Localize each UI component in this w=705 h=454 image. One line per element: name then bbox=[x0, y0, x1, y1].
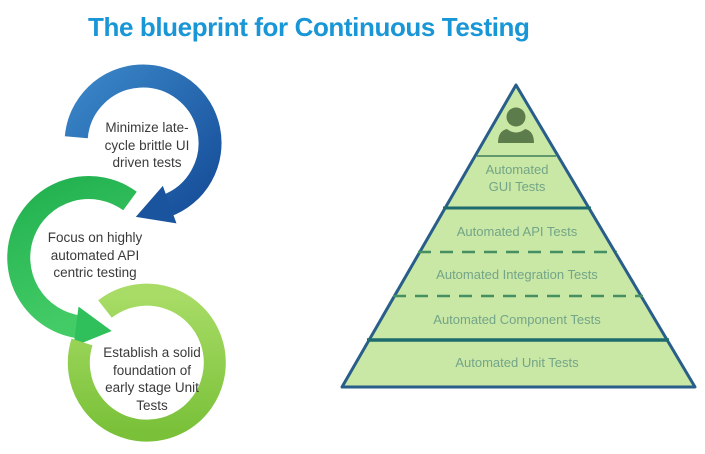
cycle-step-minimize-ui-tests: Minimize late- cycle brittle UI driven t… bbox=[104, 120, 190, 170]
pyramid-level-integration-tests: Automated Integration Tests bbox=[436, 267, 598, 282]
cycle-ring-lime bbox=[67, 283, 226, 442]
pyramid-shape bbox=[340, 83, 697, 389]
cycle-step-establish-unit-foundation: Establish a solid foundation of early st… bbox=[103, 345, 201, 413]
cycle-arrow-blue bbox=[64, 64, 222, 224]
cycle-step-focus-api-testing: Focus on highly automated API centric te… bbox=[47, 230, 143, 280]
pyramid-level-component-tests: Automated Component Tests bbox=[433, 312, 601, 327]
cycle-arrows-diagram bbox=[7, 64, 226, 442]
testing-pyramid bbox=[340, 83, 697, 389]
person-icon bbox=[498, 107, 534, 143]
cycle-arrow-green bbox=[7, 176, 137, 347]
page-title: The blueprint for Continuous Testing bbox=[88, 12, 530, 42]
pyramid-level-api-tests: Automated API Tests bbox=[456, 224, 578, 239]
pyramid-level-unit-tests: Automated Unit Tests bbox=[455, 355, 579, 370]
pyramid-level-gui-tests: Automated GUI Tests bbox=[485, 162, 549, 194]
